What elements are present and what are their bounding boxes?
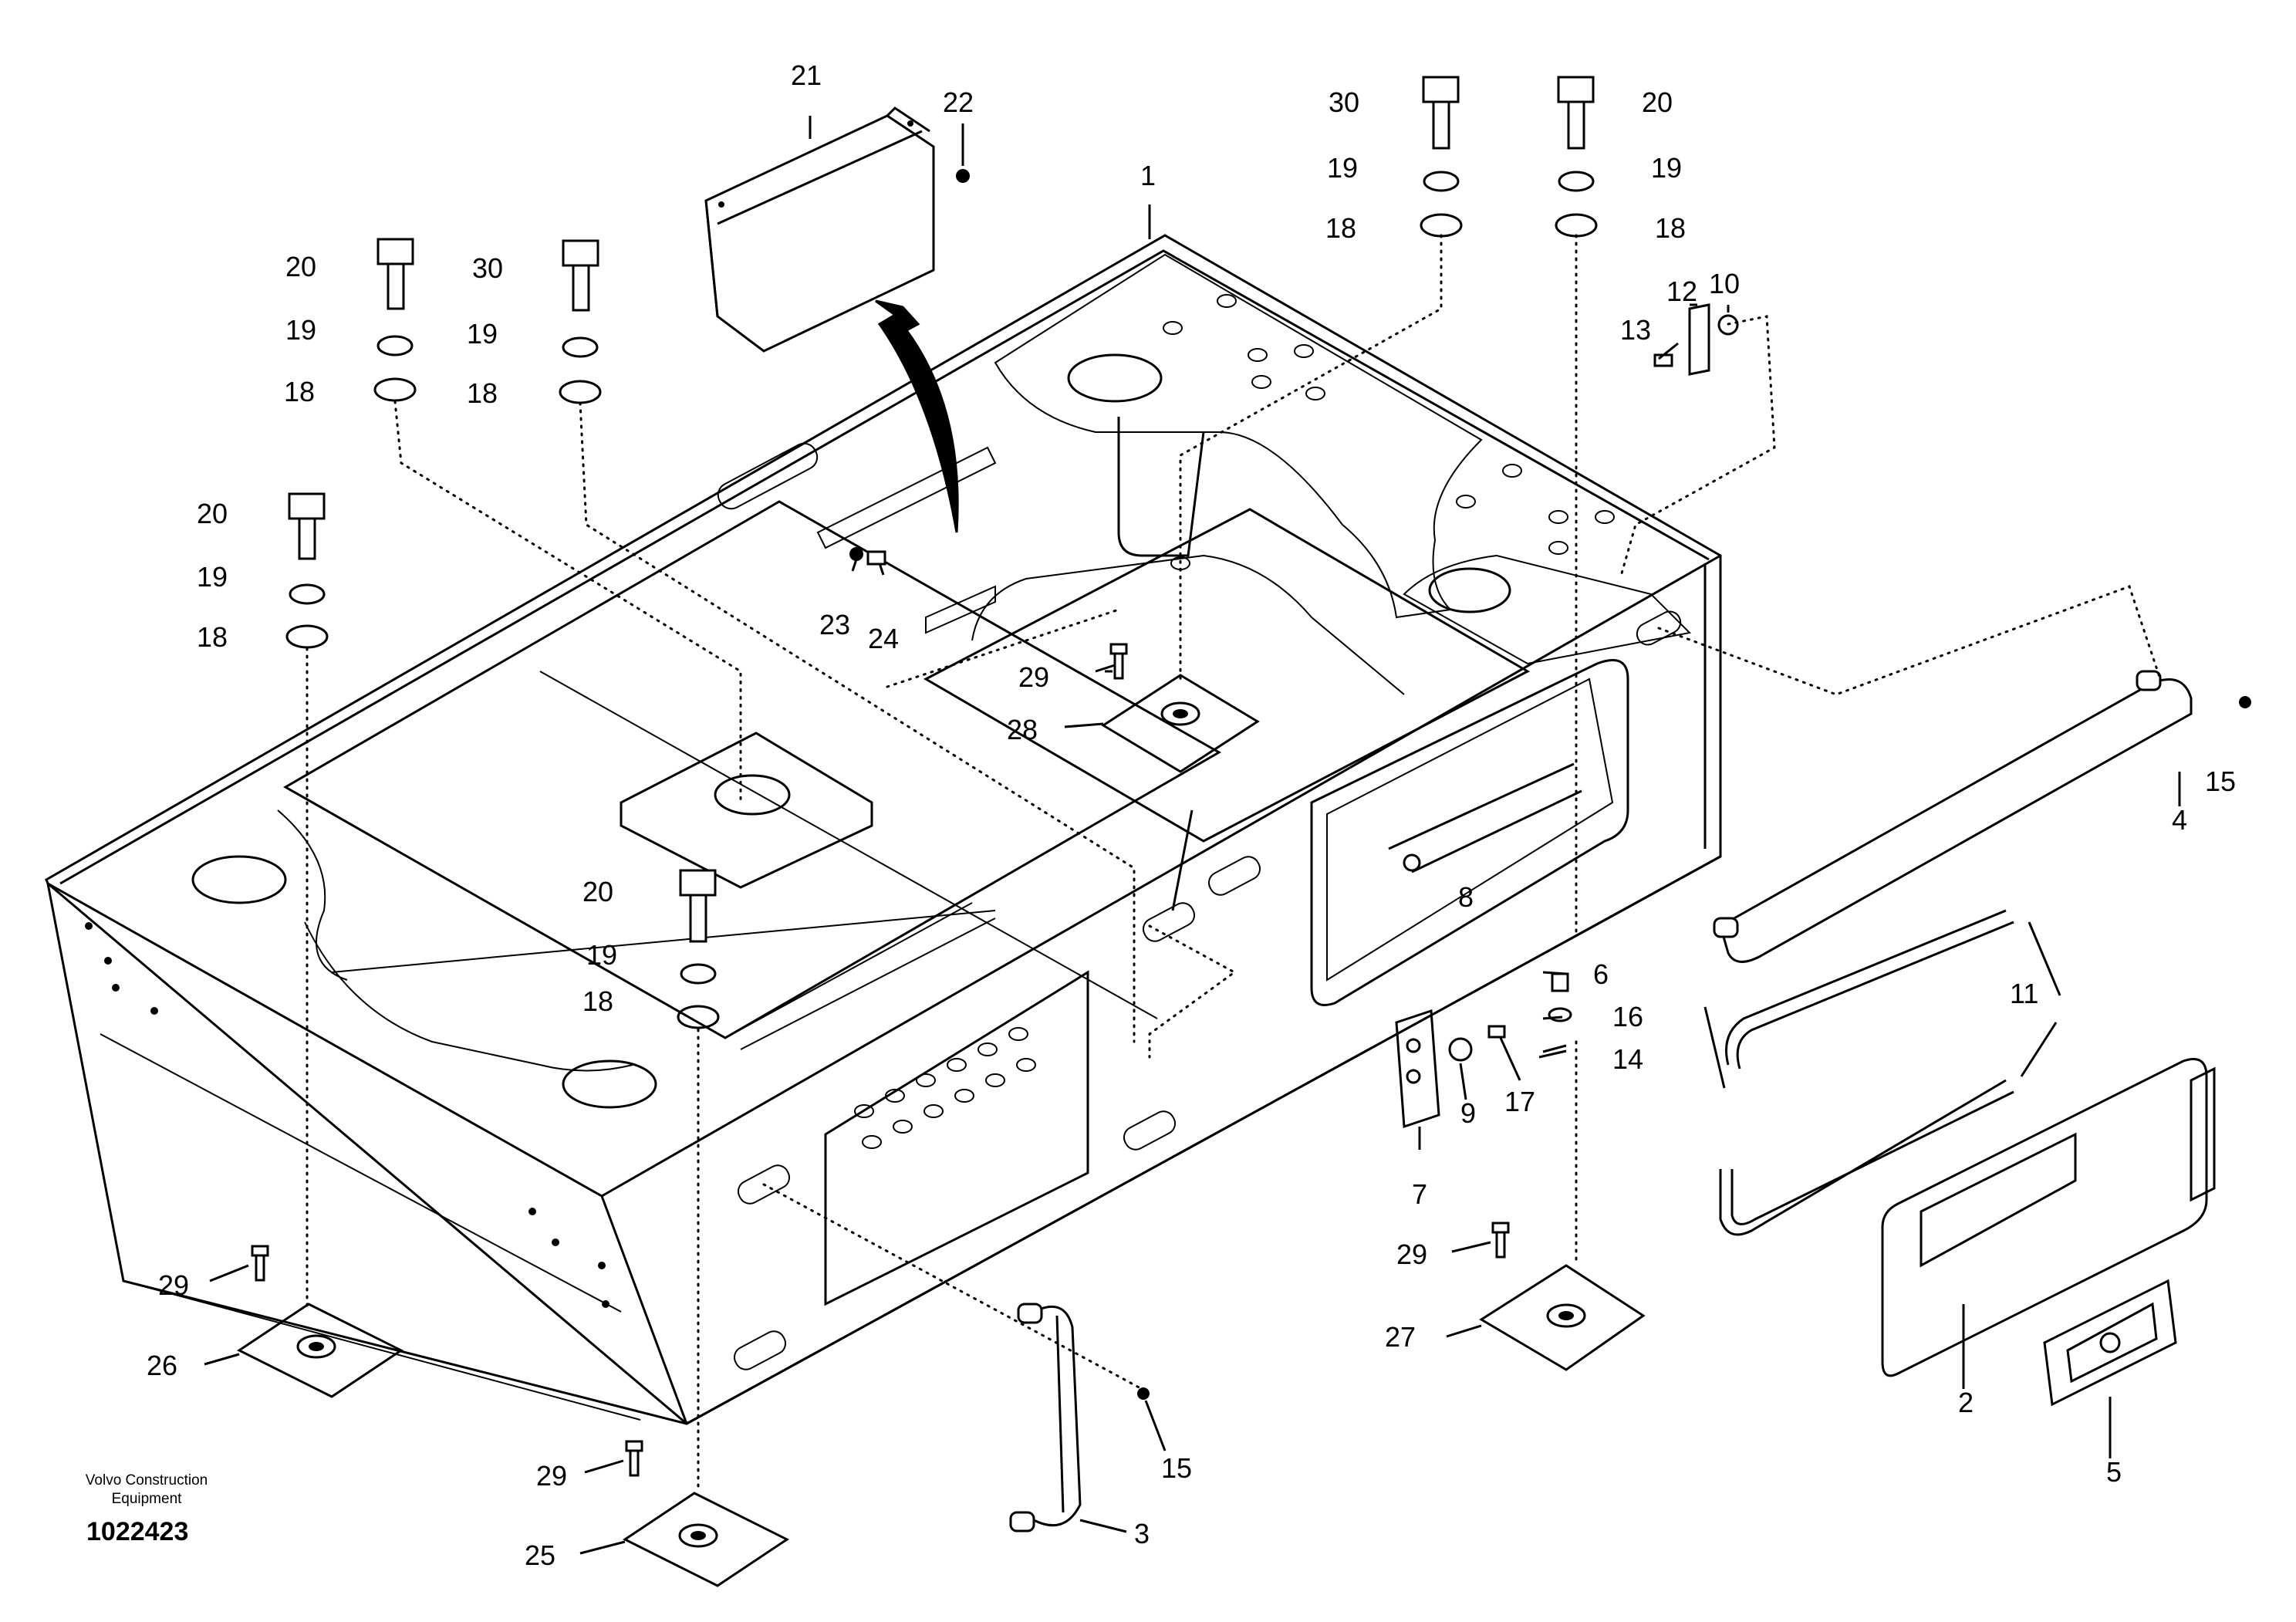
callout-19a: 19 [197,561,228,593]
callout-14: 14 [1612,1043,1643,1075]
callout-18d: 18 [582,985,613,1017]
callout-4: 4 [2172,804,2187,836]
small-parts [849,169,2251,1400]
callout-18c: 18 [467,377,498,409]
callout-16: 16 [1612,1001,1643,1032]
leader-lines [204,116,2181,1555]
callout-23: 23 [819,609,850,640]
callout-20d: 20 [1642,86,1673,118]
callout-28: 28 [1007,714,1038,745]
callout-19d: 19 [586,939,617,971]
bolt-stack-upper-left [373,238,417,402]
callout-2: 2 [1958,1387,1974,1418]
callout-1: 1 [1140,160,1156,191]
callout-25: 25 [525,1539,555,1571]
callout-17: 17 [1504,1086,1535,1117]
handrail-3 [1009,1303,1082,1532]
bolt-stack-left [285,492,329,649]
bolt-stack-upper-mid [559,239,602,404]
callout-29c: 29 [1396,1238,1427,1270]
callout-labels: 1 2 3 4 5 6 7 8 9 10 11 12 13 14 15 15 1… [147,59,2236,1571]
callout-19c: 19 [467,318,498,350]
manufacturer-line-2: Equipment [111,1491,182,1507]
callout-29d: 29 [1018,661,1049,693]
mount-pad-28 [1101,674,1260,773]
callout-6: 6 [1593,958,1609,990]
callout-20a: 20 [197,498,228,529]
frame-body [45,234,1722,1425]
cover-part-21 [704,106,959,533]
mount-pad-27 [1479,1264,1646,1371]
callout-20c: 20 [582,876,613,907]
alignment-lines [306,234,2162,1491]
callout-29b: 29 [536,1460,567,1492]
mount-pad-26 [237,1303,403,1398]
manufacturer-line-1: Volvo Construction [85,1472,208,1489]
bolt-stack-top-mid [1420,76,1463,238]
door-latch-5 [2043,1279,2177,1407]
callout-9: 9 [1460,1097,1476,1129]
bolt-stack-center [677,869,720,1029]
callout-27: 27 [1385,1321,1416,1353]
bolt-29-set [251,643,1510,1477]
callout-21: 21 [791,59,822,91]
bolt-stack-top-right [1555,76,1598,238]
door-panel-2 [1881,1058,2216,1377]
callout-20b: 20 [285,251,316,282]
callout-10: 10 [1709,268,1740,299]
callout-19b: 19 [285,314,316,346]
callout-3: 3 [1134,1518,1150,1549]
callout-7: 7 [1412,1178,1427,1210]
callout-12: 12 [1666,275,1697,307]
seal-strip-11 [1719,909,2014,1236]
callout-18f: 18 [1655,212,1686,244]
callout-19e: 19 [1327,152,1358,184]
callout-11: 11 [2010,978,2038,1009]
callout-22: 22 [943,86,974,118]
callout-30a: 30 [472,252,503,284]
callout-24: 24 [868,623,899,654]
callout-29a: 29 [158,1269,189,1301]
callout-15b: 15 [1161,1452,1192,1484]
callout-30b: 30 [1329,86,1359,118]
callout-5: 5 [2106,1456,2122,1488]
callout-18e: 18 [1325,212,1356,244]
callout-15a: 15 [2205,765,2236,797]
callout-8: 8 [1458,881,1474,913]
callout-18a: 18 [197,621,228,653]
callout-19f: 19 [1651,152,1682,184]
callout-13: 13 [1620,314,1651,346]
mount-pad-25 [623,1492,789,1587]
document-number: 1022423 [86,1517,189,1546]
callout-26: 26 [147,1350,177,1381]
handrail-4 [1713,670,2193,963]
callout-18b: 18 [284,376,315,407]
